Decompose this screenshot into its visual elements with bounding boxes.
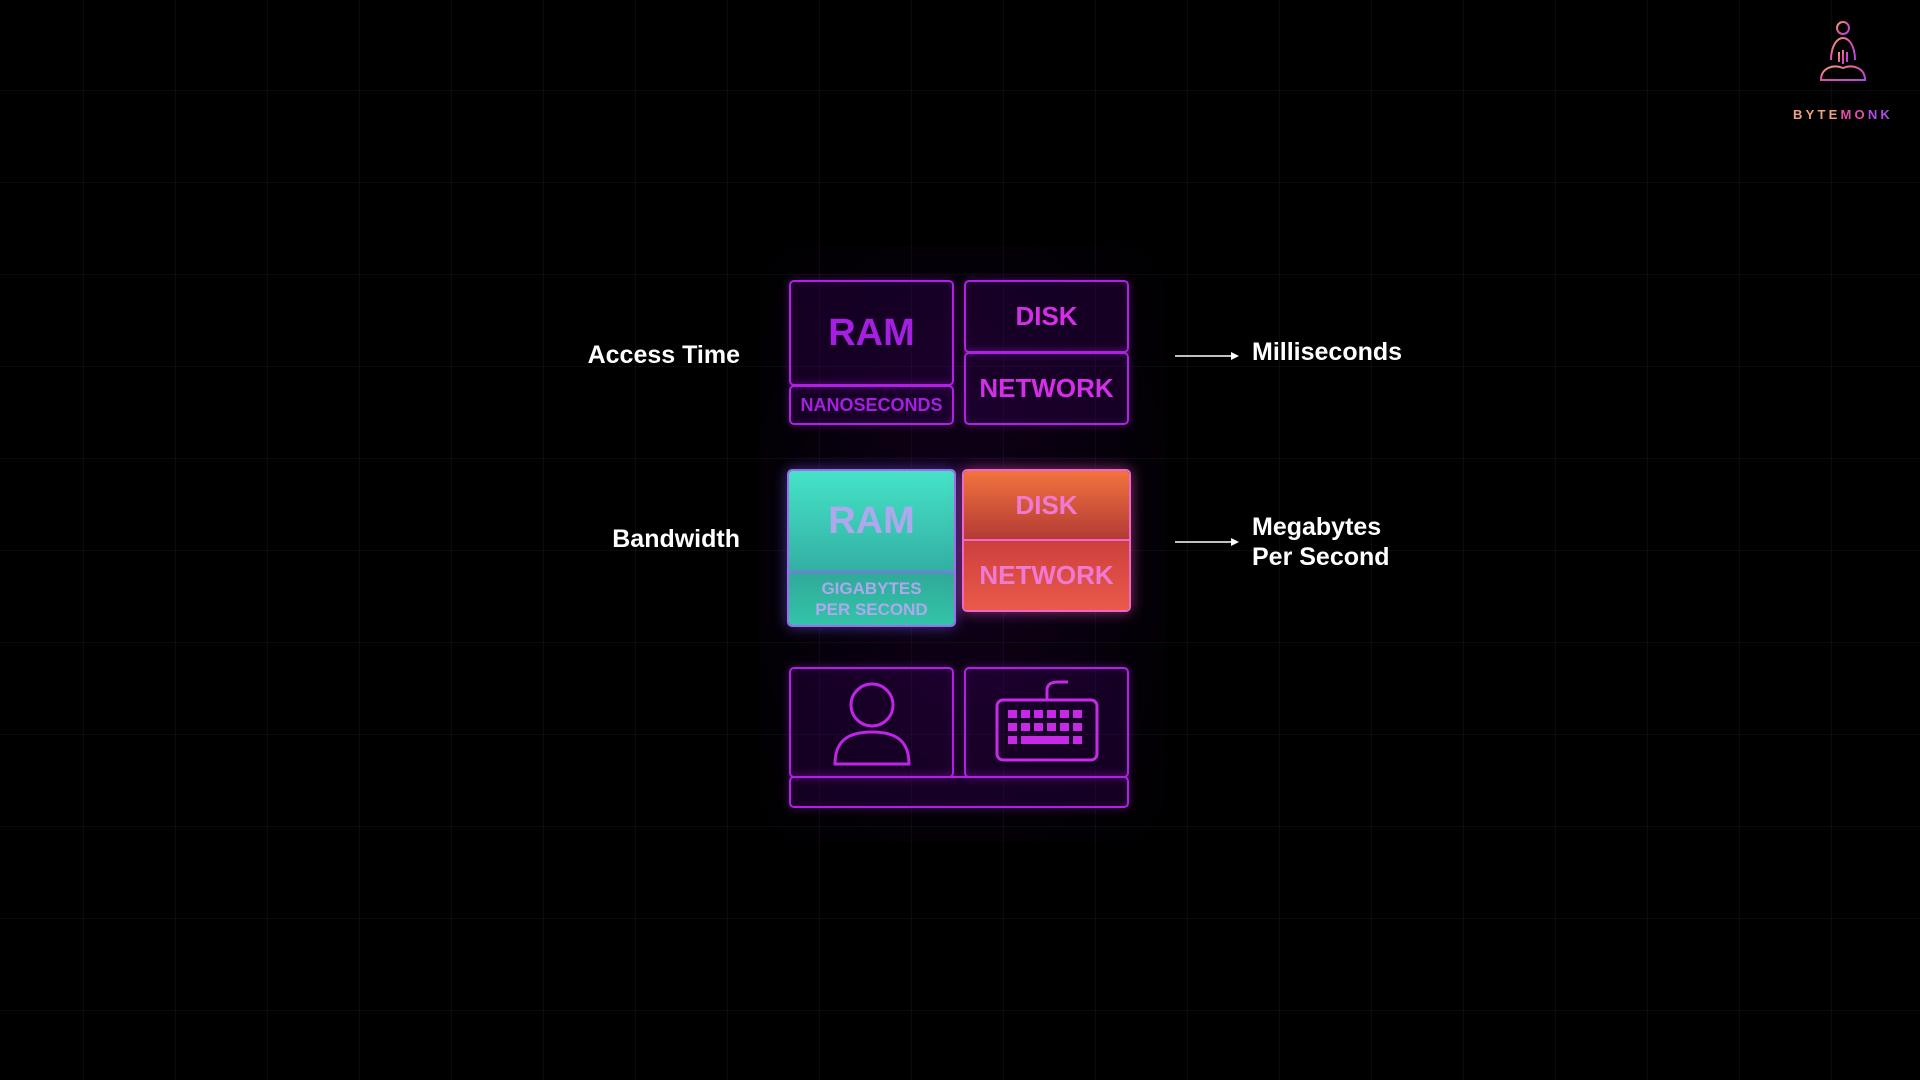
megabytes-line2: Per Second — [1252, 543, 1390, 571]
disk-network-bandwidth-box: DISK NETWORK — [962, 469, 1131, 612]
keyboard-box — [964, 667, 1129, 778]
ram-bandwidth-label: RAM — [789, 471, 954, 573]
access-time-label: Access Time — [587, 341, 740, 369]
logo-wordmark: BYTEMONK — [1792, 107, 1893, 122]
bytemonk-logo: BYTEMONK — [1788, 18, 1898, 122]
ram-nanoseconds-box: NANOSECONDS — [789, 385, 954, 425]
megabytes-label: Megabytes Per Second — [1252, 512, 1390, 572]
bandwidth-label: Bandwidth — [612, 525, 740, 553]
milliseconds-label: Milliseconds — [1252, 338, 1403, 366]
user-icon — [832, 682, 911, 765]
network-access-box: NETWORK — [964, 352, 1129, 425]
disk-access-box: DISK — [964, 280, 1129, 353]
arrow-right-icon — [1175, 538, 1239, 546]
ram-gigabytes-label: GIGABYTES PER SECOND — [789, 573, 954, 625]
arrow-right-icon — [1175, 352, 1239, 360]
keyboard-icon — [995, 680, 1098, 761]
monk-logo-icon — [1819, 21, 1867, 81]
ram-gigabytes-line2: PER SECOND — [815, 600, 928, 619]
megabytes-line1: Megabytes — [1252, 513, 1382, 541]
base-bar — [789, 776, 1129, 808]
ram-access-box: RAM — [789, 280, 954, 386]
user-box — [789, 667, 954, 778]
ram-gigabytes-line1: GIGABYTES — [821, 579, 922, 598]
disk-bandwidth-label: DISK — [964, 471, 1129, 541]
network-bandwidth-label: NETWORK — [964, 541, 1129, 610]
ram-bandwidth-box: RAM GIGABYTES PER SECOND — [787, 469, 956, 627]
